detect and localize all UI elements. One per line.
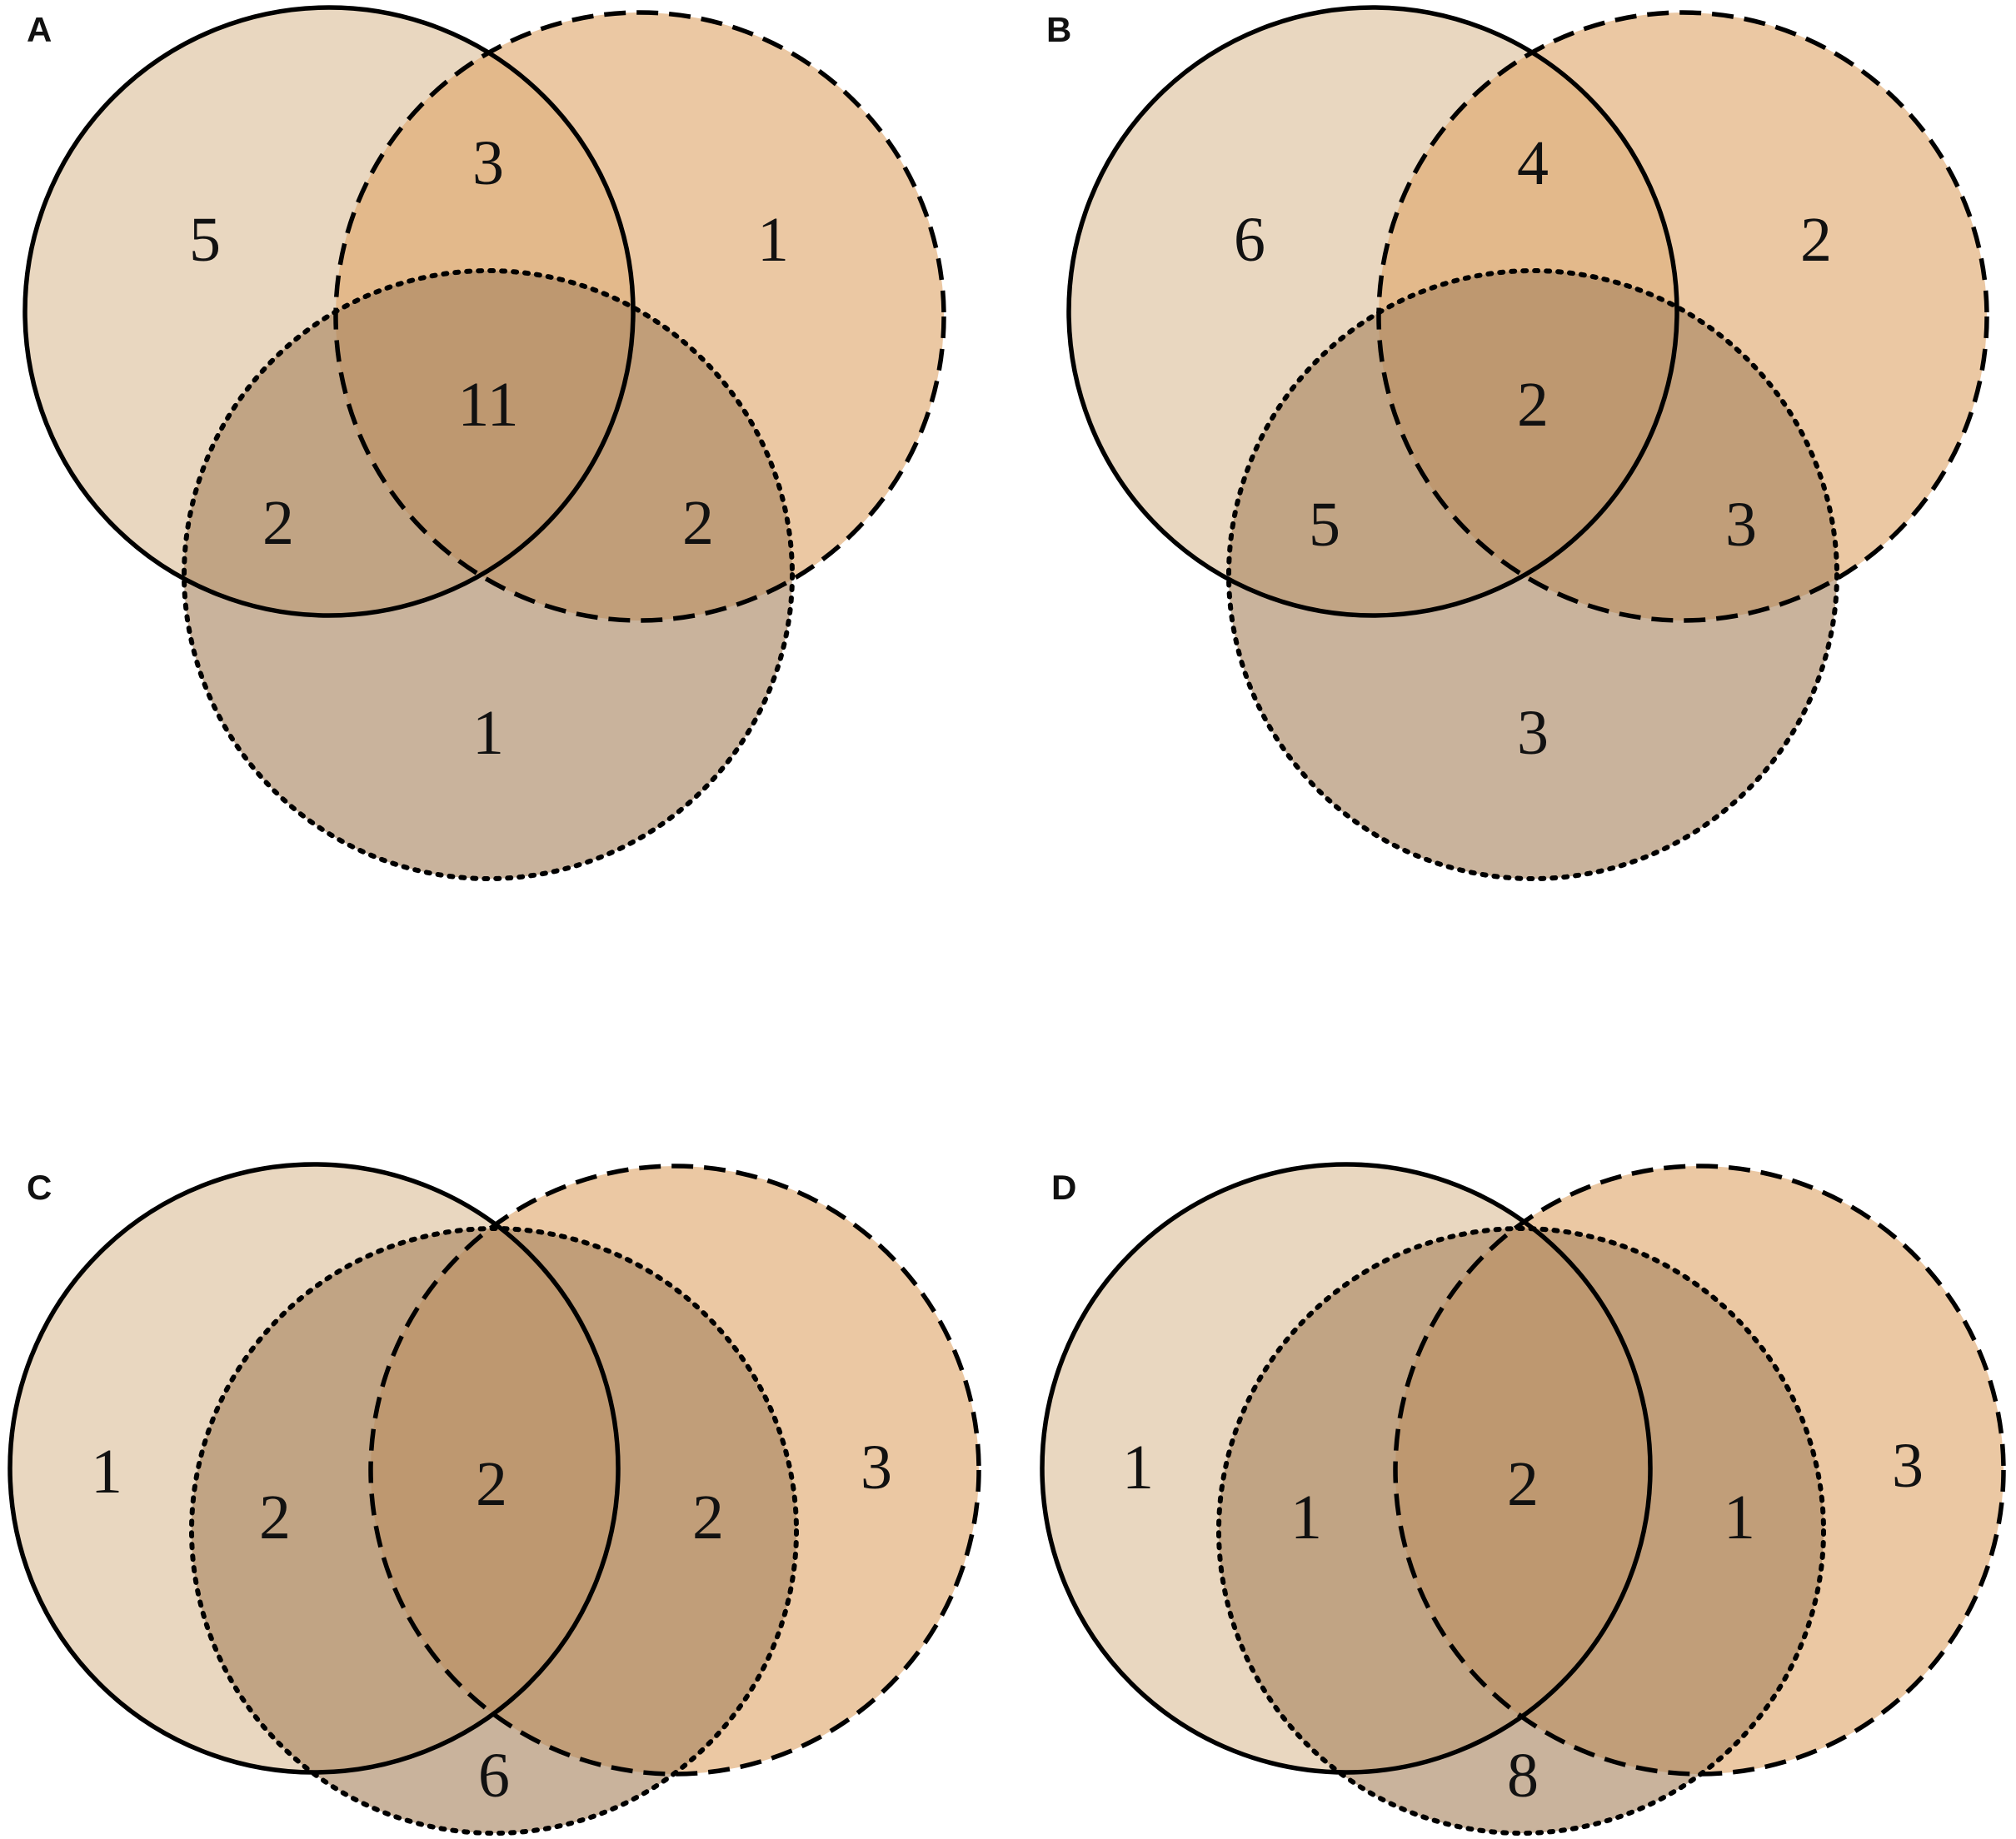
count-all-three-b: 2 — [1517, 370, 1549, 440]
count-all-three-a: 11 — [457, 370, 518, 440]
dotted-circle-outline-d — [1216, 1226, 1826, 1836]
count-dotted-only-b: 3 — [1517, 698, 1549, 768]
count-dotted-only-c: 6 — [478, 1741, 510, 1811]
dashed-circle-outline-b — [1376, 10, 1989, 623]
count-solid-only-c: 1 — [91, 1437, 122, 1507]
panel-d: D 1 1 2 1 3 8 — [1040, 1162, 2006, 1836]
dotted-circle-fill-d — [1219, 1228, 1824, 1833]
dashed-circle-outline-c — [368, 1164, 981, 1777]
count-solid-dotted-c: 2 — [259, 1483, 291, 1552]
count-dashed-only-d: 3 — [1892, 1431, 1924, 1501]
panel-letter-d: D — [1051, 1168, 1076, 1207]
count-solid-dotted-d: 1 — [1290, 1483, 1322, 1552]
count-dashed-dotted-c: 2 — [692, 1483, 724, 1552]
count-solid-dotted-b: 5 — [1309, 490, 1340, 560]
count-dashed-only-b: 2 — [1800, 205, 1832, 275]
solid-circle-outline-d — [1040, 1162, 1653, 1775]
count-solid-dashed-a: 3 — [472, 128, 504, 198]
count-dashed-only-a: 1 — [757, 205, 789, 275]
dashed-circle-outline-d — [1393, 1164, 2006, 1777]
panel-letter-b: B — [1046, 10, 1071, 49]
panel-letter-c: C — [27, 1168, 52, 1207]
count-solid-only-a: 5 — [189, 205, 221, 275]
dotted-circle-outline-a — [182, 268, 795, 881]
panel-b: B 6 4 2 2 5 3 3 — [1046, 5, 1989, 881]
panel-a: A 5 3 1 11 2 2 1 — [22, 5, 946, 881]
dotted-circle-outline-c — [189, 1226, 799, 1836]
count-solid-dashed-b: 4 — [1517, 128, 1549, 198]
count-all-three-d: 2 — [1507, 1449, 1539, 1519]
count-solid-dotted-a: 2 — [262, 488, 294, 558]
panel-letter-a: A — [27, 10, 52, 49]
count-solid-only-d: 1 — [1122, 1433, 1154, 1503]
dotted-circle-outline-b — [1226, 268, 1839, 881]
panel-c: C 1 2 2 2 3 6 — [7, 1162, 981, 1836]
solid-circle-outline-a — [22, 5, 636, 618]
solid-circle-outline-b — [1066, 5, 1679, 618]
count-dashed-dotted-d: 1 — [1724, 1483, 1755, 1552]
dotted-circle-fill-a — [184, 271, 792, 879]
dashed-circle-outline-a — [333, 10, 946, 623]
count-dashed-dotted-b: 3 — [1725, 490, 1757, 560]
count-all-three-c: 2 — [476, 1449, 507, 1519]
count-solid-only-b: 6 — [1234, 205, 1265, 275]
dotted-circle-fill-b — [1229, 271, 1837, 879]
count-dashed-only-c: 3 — [861, 1433, 892, 1503]
dotted-circle-fill-c — [192, 1228, 796, 1833]
count-dotted-only-d: 8 — [1507, 1741, 1539, 1811]
count-dashed-dotted-a: 2 — [682, 488, 714, 558]
count-dotted-only-a: 1 — [472, 698, 504, 768]
